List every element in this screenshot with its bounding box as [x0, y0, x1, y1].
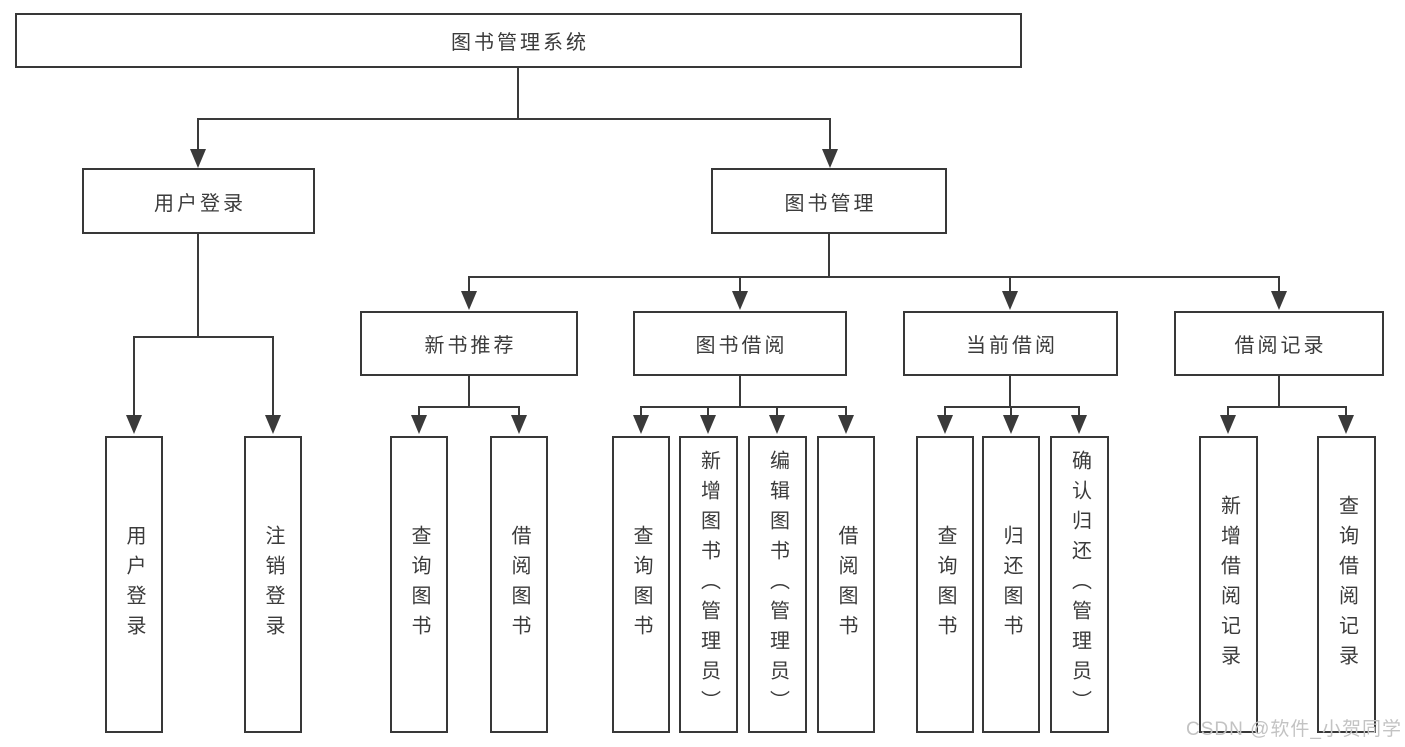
leaf-user-login: 用户登录	[105, 436, 163, 733]
arrow-stem	[845, 406, 847, 415]
node-library-management-system: 图书管理系统	[15, 13, 1022, 68]
leaf-return-books: 归还图书	[982, 436, 1040, 733]
arrow-down-icon	[1338, 415, 1354, 434]
connector-vline	[828, 234, 830, 277]
connector-hline	[640, 406, 847, 408]
arrow-down-icon	[265, 415, 281, 434]
node-label: 查询借阅记录	[1335, 494, 1358, 675]
arrow-down-icon	[1002, 291, 1018, 310]
arrow-stem	[1278, 276, 1280, 291]
leaf-query-books-3: 查询图书	[916, 436, 974, 733]
arrow-stem	[418, 406, 420, 415]
arrow-down-icon	[937, 415, 953, 434]
leaf-query-borrow-record: 查询借阅记录	[1317, 436, 1376, 733]
node-label: 确认归还（管理员）	[1068, 449, 1091, 720]
leaf-confirm-return-admin: 确认归还（管理员）	[1050, 436, 1109, 733]
node-book-borrow: 图书借阅	[633, 311, 847, 376]
leaf-query-books-2: 查询图书	[612, 436, 670, 733]
node-label: 借阅图书	[835, 524, 857, 645]
connector-vline	[468, 376, 470, 407]
arrow-stem	[829, 118, 831, 149]
node-borrow-records: 借阅记录	[1174, 311, 1384, 376]
connector-hline	[133, 336, 274, 338]
arrow-down-icon	[511, 415, 527, 434]
node-book-management: 图书管理	[711, 168, 947, 234]
arrow-down-icon	[769, 415, 785, 434]
arrow-down-icon	[700, 415, 716, 434]
arrow-stem	[776, 406, 778, 415]
arrow-down-icon	[1220, 415, 1236, 434]
node-user-login: 用户登录	[82, 168, 315, 234]
node-label: 注销登录	[262, 524, 284, 645]
arrow-down-icon	[461, 291, 477, 310]
node-label: 借阅记录	[1234, 335, 1327, 357]
arrow-down-icon	[1071, 415, 1087, 434]
node-label: 图书借阅	[695, 335, 788, 357]
arrow-down-icon	[411, 415, 427, 434]
arrow-stem	[739, 276, 741, 291]
node-label: 归还图书	[1000, 524, 1022, 645]
connector-hline	[468, 276, 1280, 278]
arrow-down-icon	[838, 415, 854, 434]
arrow-stem	[518, 406, 520, 415]
node-label: 编辑图书（管理员）	[766, 449, 789, 720]
leaf-add-books-admin: 新增图书（管理员）	[679, 436, 738, 733]
connector-hline	[1227, 406, 1347, 408]
arrow-stem	[1009, 276, 1011, 291]
node-label: 查询图书	[630, 524, 652, 645]
arrow-down-icon	[633, 415, 649, 434]
connector-vline	[1009, 376, 1011, 407]
arrow-down-icon	[822, 149, 838, 168]
arrow-stem	[468, 276, 470, 291]
leaf-query-books-1: 查询图书	[390, 436, 448, 733]
connector-hline	[944, 406, 1080, 408]
arrow-stem	[1227, 406, 1229, 415]
node-label: 查询图书	[408, 524, 430, 645]
node-label: 当前借阅	[966, 335, 1058, 357]
node-label: 借阅图书	[508, 524, 530, 645]
leaf-borrow-books-1: 借阅图书	[490, 436, 548, 733]
node-label: 图书管理	[784, 192, 877, 215]
arrow-stem	[272, 336, 274, 415]
arrow-down-icon	[1003, 415, 1019, 434]
leaf-add-borrow-record: 新增借阅记录	[1199, 436, 1258, 733]
connector-vline	[197, 234, 199, 337]
node-current-borrow: 当前借阅	[903, 311, 1118, 376]
arrow-stem	[707, 406, 709, 415]
node-label: 图书管理系统	[451, 32, 589, 54]
arrow-stem	[1078, 406, 1080, 415]
arrow-down-icon	[190, 149, 206, 168]
node-label: 用户登录	[123, 524, 145, 645]
node-label: 用户登录	[154, 192, 246, 215]
leaf-logout: 注销登录	[244, 436, 302, 733]
node-label: 新书推荐	[424, 335, 517, 357]
node-new-book-recommend: 新书推荐	[360, 311, 578, 376]
connector-vline	[739, 376, 741, 407]
leaf-borrow-books-2: 借阅图书	[817, 436, 875, 733]
arrow-down-icon	[126, 415, 142, 434]
node-label: 查询图书	[934, 524, 956, 645]
arrow-stem	[1345, 406, 1347, 415]
watermark: CSDN @软件_小贺同学	[1186, 719, 1402, 740]
leaf-edit-books-admin: 编辑图书（管理员）	[748, 436, 807, 733]
connector-hline	[197, 118, 831, 120]
arrow-stem	[133, 336, 135, 415]
connector-vline	[517, 66, 519, 119]
node-label: 新增图书（管理员）	[697, 449, 720, 720]
arrow-stem	[640, 406, 642, 415]
node-label: 新增借阅记录	[1217, 494, 1240, 675]
arrow-down-icon	[1271, 291, 1287, 310]
arrow-stem	[944, 406, 946, 415]
arrow-stem	[197, 118, 199, 149]
arrow-down-icon	[732, 291, 748, 310]
connector-vline	[1278, 376, 1280, 407]
arrow-stem	[1010, 406, 1012, 415]
connector-hline	[418, 406, 520, 408]
